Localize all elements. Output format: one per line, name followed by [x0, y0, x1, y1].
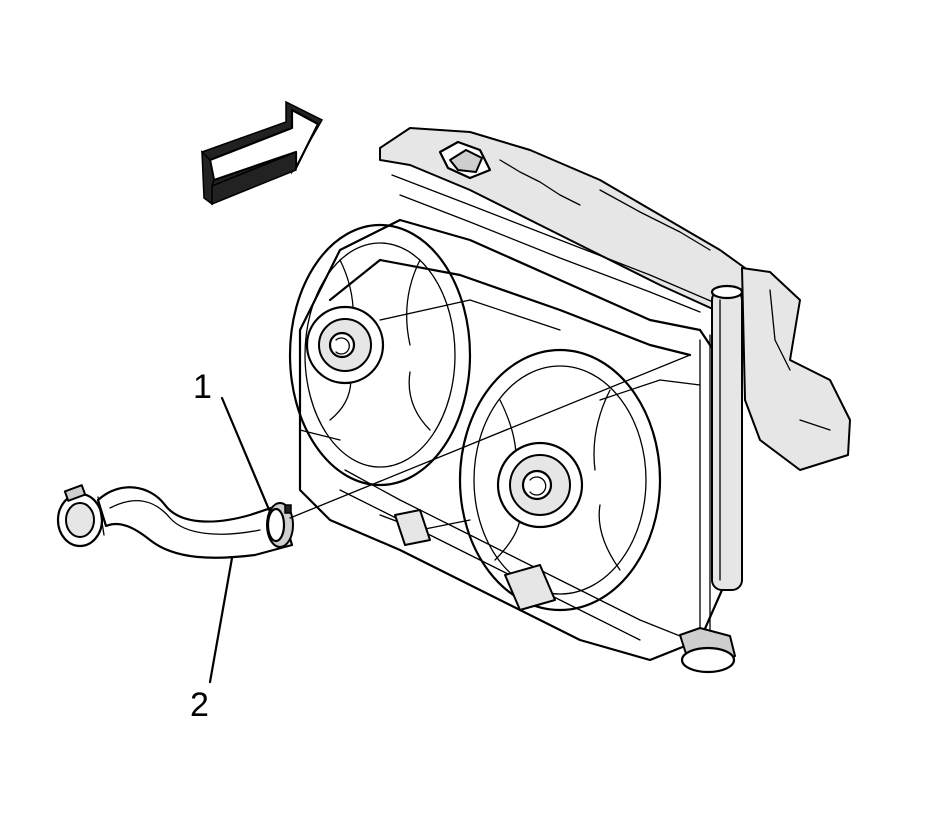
- lower-mount: [679, 627, 736, 674]
- callout-1-label: 1: [193, 368, 212, 406]
- radiator-shroud: [298, 218, 724, 662]
- hose-clamp: [266, 502, 294, 548]
- leader-line-1: [220, 396, 272, 514]
- fan-connector: [394, 509, 556, 611]
- install-guide-line: [289, 354, 691, 519]
- radiator-hose: [56, 484, 294, 559]
- radiator-side-tank: [710, 284, 744, 591]
- side-bracket: [741, 267, 851, 471]
- callout-2-label: 2: [190, 686, 209, 724]
- right-cooling-fan: [458, 348, 662, 612]
- vehicle-front-arrow-icon: [200, 100, 324, 206]
- leader-line-2: [208, 556, 234, 684]
- left-cooling-fan: [288, 223, 472, 487]
